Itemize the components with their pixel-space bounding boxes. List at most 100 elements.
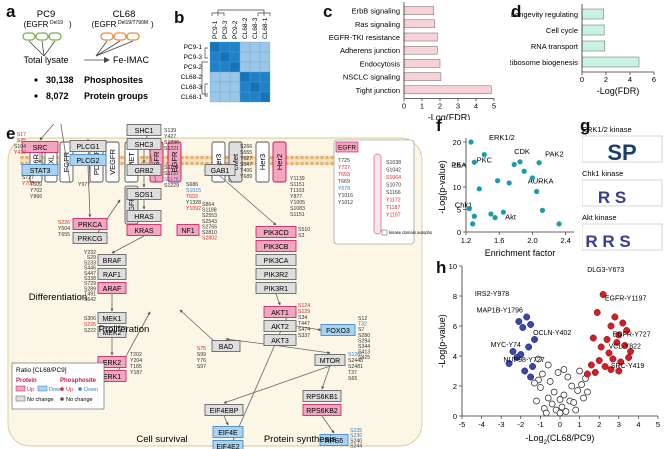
heatmap-cell (249, 81, 261, 93)
phosphosite-label: T1187 (386, 205, 400, 211)
node-sos1 (126, 188, 162, 200)
node-braf (97, 254, 127, 266)
heatmap-cell (229, 91, 241, 103)
volcano-site-label: DLG3-Y673 (587, 267, 624, 274)
volcano-point-down (523, 313, 531, 321)
x-tick-label: 1 (578, 420, 582, 429)
node-shc1 (126, 124, 162, 136)
phosphosite-label: S244 (350, 444, 362, 449)
volcano-point-ns (550, 388, 558, 396)
y-tick-label: 5 (457, 206, 461, 215)
total-lysate-label: Total lysate (23, 55, 68, 65)
bar-category-label: Endocytosis (360, 59, 401, 68)
bar (581, 56, 640, 68)
phosphosite-label: S75 (17, 138, 26, 144)
legend-down-label: Down (49, 387, 63, 393)
bar-category-label: Ras signaling (355, 20, 400, 29)
heatmap-col-label: PC9-1 (212, 20, 219, 39)
bar-category-label: Longevity regulating (511, 10, 578, 19)
node-label: SHC3 (135, 142, 154, 149)
phosphosite-label: Y877 (290, 194, 302, 200)
phosphosite-label: Y187 (130, 370, 142, 376)
phosphosite-label: S236 (350, 433, 362, 439)
heatmap-cell (219, 91, 231, 103)
node-rps6kb2 (302, 404, 342, 416)
pathway-edge (39, 124, 55, 141)
heatmap-cell (209, 81, 221, 93)
node-plcg2 (69, 154, 107, 166)
phosphosite-label: Y1092 (186, 206, 201, 212)
heatmap-cell (259, 91, 271, 103)
receptor-group: IL6RAXLFGFRPDGFRVEGFRcMETEGFREGFRHer3cMe… (29, 139, 432, 245)
node-erk2 (97, 356, 127, 368)
volcano-point-up (625, 354, 633, 361)
heatmap-cell (249, 51, 261, 63)
heatmap-col-label: CL68-2 (242, 17, 249, 39)
node-plcg1 (69, 140, 107, 152)
node-bad (211, 340, 241, 352)
panel-label-f: f (436, 116, 442, 135)
receptor-label: Her2 (275, 154, 284, 170)
receptor (255, 141, 270, 183)
pathway-edge (321, 365, 331, 390)
phosphosite-label: S2543 (202, 219, 217, 225)
volcano-point-up (603, 336, 611, 343)
phosphosite-label: T509 (30, 182, 42, 188)
receptor (272, 141, 287, 183)
heatmap-cell (239, 91, 251, 103)
node-rps6kb1 (302, 390, 342, 402)
panel-label-e: e (6, 124, 16, 143)
bar (403, 59, 441, 68)
kinase-point-label: PKA (451, 160, 466, 169)
node-label: RAF1 (103, 272, 121, 279)
kinase-point-label: PKC (477, 156, 493, 165)
volcano-site-label: MYC-Y74 (491, 342, 521, 349)
x-tick-label: 1.2 (461, 236, 471, 245)
legend-down-swatch (37, 385, 48, 392)
heatmap-cell (259, 41, 271, 53)
panel-g-kinase-motifs: ERK1/2 kinase SP Chk1 kinase R S Akt kin… (582, 125, 663, 251)
phosphosite-label: S3 (298, 233, 304, 239)
kinase-domain-swatch (381, 229, 388, 236)
volcano-point-ns (570, 399, 578, 406)
phosphosite-label: Y705 (22, 181, 34, 187)
volcano-point-up (615, 331, 623, 339)
node-pik3r1 (255, 282, 297, 294)
phosphosite-label: T655 (58, 232, 70, 238)
volcano-point-ns (564, 373, 572, 381)
bar (403, 19, 435, 29)
panel-e-egfr-pathway: IL6RAXLFGFRPDGFRVEGFRcMETEGFREGFRHer3cMe… (7, 124, 432, 449)
kinase-point (471, 159, 477, 165)
kinase-point (556, 221, 562, 227)
node-label: PIK3CA (264, 258, 289, 265)
phosphosite-label: Y419 (14, 150, 26, 156)
phosphosite-label: T447 (298, 321, 310, 327)
phosphosite-label: T202 (130, 352, 142, 358)
node-label: BRAF (103, 258, 122, 265)
heatmap-col-label: PC9-3 (222, 20, 229, 39)
volcano-point-ns (574, 387, 581, 394)
y-tick-label: 20 (453, 138, 461, 147)
receptor-label: IL6R (32, 153, 41, 169)
node-label: MEK1 (102, 316, 121, 323)
volcano-point-ns (556, 396, 564, 403)
phosphosite-label: S1166 (386, 190, 401, 196)
heatmap-cell (249, 91, 261, 103)
heatmap-cell (229, 71, 241, 83)
node-label: GAB1 (211, 168, 230, 175)
motif1-title: ERK1/2 kinase (582, 125, 632, 134)
x-tick-label: -4 (478, 420, 485, 429)
node-eif4ebp (204, 404, 244, 416)
heatmap-cell (259, 81, 271, 93)
phosphosite-label: T693 (338, 172, 350, 178)
lipid-head (120, 155, 124, 160)
x-tick-label: 2.4 (560, 236, 570, 245)
phosphosite-label: S235 (350, 428, 362, 434)
top-dendrogram (211, 9, 271, 16)
legend-title: Ratio [CL68/PC9] (16, 367, 67, 374)
heatmap-row-label: PC9-3 (184, 54, 203, 61)
phosphosite-label: S1137 (164, 171, 179, 177)
receptor-label: cMet (231, 153, 240, 170)
